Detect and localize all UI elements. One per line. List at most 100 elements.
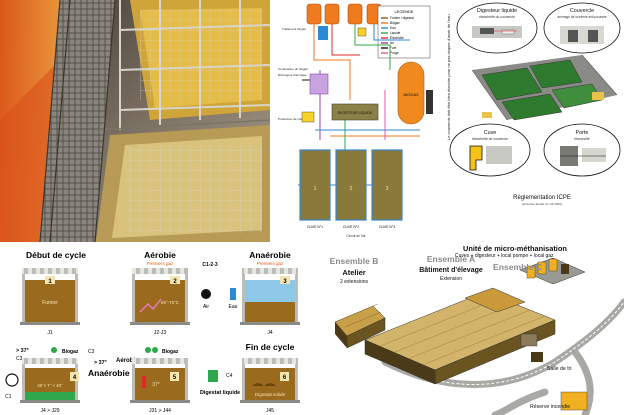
- left-note: Combustion du biogaz: [278, 67, 308, 71]
- biogaz-icon: [51, 347, 57, 353]
- thermometer-icon: [142, 376, 146, 388]
- stage-day: J2-J3: [154, 330, 166, 336]
- batiment-label: Bâtiment d'élevage: [419, 267, 483, 274]
- ensemble-b-label: Ensemble B: [330, 256, 379, 266]
- recirculation-icon: [5, 373, 19, 387]
- valve-label: C1-2-3: [202, 262, 218, 268]
- stage-day: J4 > J29: [40, 408, 59, 414]
- callout-title: Porte: [576, 130, 589, 136]
- callout-sub: étanchéité du couvercle: [479, 15, 515, 19]
- callout-porte: Porte étanchéité: [543, 123, 621, 177]
- cuve-number: 3: [386, 186, 389, 192]
- stage-inner: 37°: [152, 382, 160, 388]
- callout-sub: étanchéité: [574, 137, 590, 141]
- temperature-rise-icon: [139, 298, 162, 313]
- solid-digestate-icon: [252, 383, 276, 386]
- stage-inner: Fumier: [42, 300, 58, 306]
- reserve-label: Réserve incendie: [530, 404, 570, 410]
- salle-tri-building: [531, 352, 543, 362]
- biogaz-tank: BIOGAZ: [397, 61, 425, 125]
- safety-signs: [426, 90, 433, 114]
- stage-inner: Digestat solide: [255, 392, 286, 397]
- cuve-number: 1: [314, 186, 317, 192]
- legend-item: Fumier / digestat: [390, 16, 414, 20]
- ensemble-a-building: [364, 287, 556, 385]
- process-schematic-panel: LEGENDE Fumier / digestat Biogaz Eau Liq…: [270, 0, 442, 242]
- salle-tri-label: Salle de tri: [547, 366, 572, 372]
- stage-title: Anaérobie: [249, 250, 291, 260]
- stage-number: 2: [173, 279, 177, 285]
- stage-day: J31 > J44: [149, 408, 171, 414]
- stage-inner: 35°< T° < 40°: [37, 383, 63, 388]
- legend-item: Eau: [390, 26, 396, 30]
- digester-label: DIGESTEUR LIQUIDE: [338, 111, 373, 115]
- site-plan-panel: Ensemble B Atelier 2 extensions Ensemble…: [325, 242, 624, 415]
- atelier-label: Atelier: [342, 268, 365, 277]
- callout-title: Digesteur liquide: [477, 8, 517, 14]
- legend-item: Électricité: [390, 35, 404, 40]
- biogaz-label: BIOGAZ: [403, 92, 419, 97]
- render-3d-illustration: [0, 0, 270, 242]
- stage-day: J45: [266, 408, 274, 414]
- left-note: Production de chaleur: [278, 117, 307, 121]
- stage-title: Début de cycle: [26, 250, 86, 260]
- stage-number: 4: [73, 375, 77, 381]
- cuve-number: 2: [350, 186, 353, 192]
- valve-c4: C4: [226, 373, 233, 379]
- anaerobie-label: Anaérobie: [88, 368, 130, 378]
- callout-sub: étanchéité de couvercle: [472, 137, 508, 141]
- reserve-incendie-tank: [560, 391, 588, 411]
- batiment-sub: Extension: [440, 276, 462, 282]
- stage-subtitle: Premiers gaz: [147, 261, 174, 266]
- legend-title: LEGENDE: [394, 9, 413, 14]
- stage-title: Fin de cycle: [246, 342, 295, 352]
- pump-unit: [309, 73, 329, 95]
- unite-methanisation-sub: Cuves + digesteur + local pompe + local …: [455, 253, 554, 259]
- icpe-illustration: Le couvercle doit être bien étanche pour…: [446, 2, 621, 206]
- temp-threshold: > 37°: [94, 360, 107, 366]
- stage-1: Début de cycle 1 Fumier J1: [20, 250, 86, 336]
- digestat-liquide-label: Digestat liquide: [200, 390, 240, 396]
- stage-number: 6: [283, 375, 287, 381]
- stage-number: 3: [283, 279, 287, 285]
- top-treatment-units: [306, 3, 382, 40]
- ensemble-b-building: [334, 303, 386, 349]
- stage-5: Biogaz 5 37° J31 > J44: [130, 347, 190, 414]
- stage-number: 5: [173, 375, 177, 381]
- biogaz-icon: [152, 347, 158, 353]
- left-note: Traitement biogaz: [282, 27, 306, 31]
- stage-day: J1: [47, 330, 53, 336]
- air-label: Air: [203, 304, 209, 310]
- schematic-caption: Circuit de l'air: [346, 234, 366, 238]
- stage-subtitle: Premiers gaz: [257, 261, 284, 266]
- legend: LEGENDE Fumier / digestat Biogaz Eau Liq…: [377, 5, 431, 59]
- callout-sub: arrimage de la trémie anti-poussée: [557, 15, 606, 19]
- digestion-cycle-diagram: Début de cycle 1 Fumier J1 Aérobie Premi…: [5, 250, 300, 414]
- callout-cuve: Cuve étanchéité de couvercle: [449, 123, 531, 177]
- stage-6: Fin de cycle 6 Digestat solide J45: [240, 342, 300, 414]
- legend-item: Liquide: [390, 31, 401, 35]
- biogaz-icon: [145, 347, 151, 353]
- cuve-label: CUVE N°3: [379, 225, 395, 229]
- ensemble-a-label: Ensemble A: [427, 254, 475, 264]
- biogaz-label: Biogaz: [162, 349, 179, 355]
- icpe-side-text: Le couvercle doit être bien étanche pour…: [446, 14, 451, 140]
- stage-2: Aérobie Premiers gaz 2 65°-75°C J2-J3: [130, 250, 190, 336]
- icpe-site-isometric: [471, 54, 618, 121]
- liquid-digestate-icon: [208, 370, 218, 382]
- icpe-caption-sub: (Directive famille du 1/6 2009): [522, 202, 562, 206]
- callout-couvercle: Couvercle arrimage de la trémie anti-pou…: [543, 2, 621, 54]
- atelier-sub: 2 extensions: [340, 279, 369, 285]
- left-note: Échangeur thermique: [278, 72, 307, 77]
- liquid-digester: DIGESTEUR LIQUIDE: [331, 103, 379, 121]
- stage-number: 1: [48, 279, 52, 285]
- valve-c1: C1: [5, 394, 12, 400]
- stage-inner: 65°-75°C: [161, 300, 179, 305]
- stage-3: Anaérobie Premiers gaz 3 J4: [240, 250, 300, 336]
- valve-c3: C3: [16, 356, 23, 362]
- callout-title: Cuve: [484, 130, 497, 136]
- heating-unit: [301, 111, 315, 123]
- aerobie-side-label: Aérobie: [116, 358, 139, 364]
- unite-methanisation-title: Unité de micro-méthanisation: [463, 244, 567, 253]
- site-plan-illustration: Ensemble B Atelier 2 extensions Ensemble…: [330, 254, 624, 415]
